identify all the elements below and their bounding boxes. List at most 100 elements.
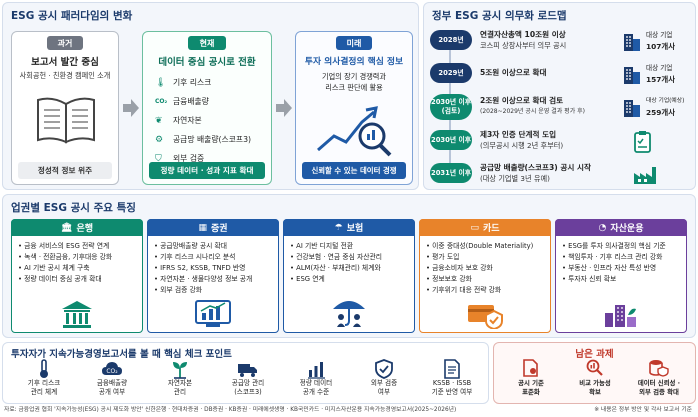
past-footer: 정성적 정보 위주 bbox=[18, 162, 112, 179]
future-heading: 투자 의사결정의 핵심 정보 bbox=[304, 57, 404, 67]
future-sub-1: 기업의 장기 경쟁력과 bbox=[321, 72, 387, 81]
checkpoint-item: 자연자본 관리 bbox=[147, 359, 213, 397]
roadmap-step: 2031년 이후 공급망 배출량(스코프3) 공시 시작 (대상 기업별 3년 … bbox=[424, 160, 695, 192]
sector-item: • 이중 중대성(Double Materiality) bbox=[426, 242, 534, 250]
sector-items: • AI 기반 디지털 전환 • 건강보험 · 연금 중심 자산관리 • ALM(자… bbox=[290, 241, 382, 285]
sector-card: ◔ 자산운용 • ESG를 투자 의사결정의 핵심 기준• 책임투자 · 기후 … bbox=[555, 219, 687, 333]
disclaimer-note: ※ 내용은 정부 방안 및 각사 보고서 기준 bbox=[594, 407, 692, 413]
present-tag: 현재 bbox=[188, 36, 226, 50]
bank-icon: 🏛 bbox=[61, 222, 73, 233]
sector-item: • 건강보험 · 연금 중심 자산관리 bbox=[290, 253, 383, 261]
year-badge: 2029년 bbox=[430, 63, 472, 83]
roadmap-step: 2028년 연결자산총액 10조원 이상 코스피 상장사부터 의무 공시 대상 기… bbox=[424, 27, 695, 59]
tasks-title: 남은 과제 bbox=[575, 349, 614, 360]
sector-card: ☂ 보험 • AI 기반 디지털 전환• 건강보험 · 연금 중심 자산관리• … bbox=[283, 219, 415, 333]
shield-check-icon: ⛉ bbox=[155, 153, 162, 164]
present-heading: 데이터 중심 공시로 전환 bbox=[158, 57, 256, 68]
step-line-2: (2028~2029년 공시 운영 결과 평가 후) bbox=[480, 108, 585, 115]
checkpoints-panel: 투자자가 지속가능경영보고서를 볼 때 핵심 체크 포인트 기후 리스크 관리 … bbox=[2, 342, 489, 404]
document-gear-icon bbox=[500, 359, 562, 379]
step-line-1: 연결자산총액 10조원 이상 bbox=[480, 30, 566, 39]
svg-text:CO₂: CO₂ bbox=[106, 368, 118, 375]
building-icon bbox=[621, 63, 643, 85]
sector-item: • 금융 서비스의 ESG 전략 연계 bbox=[18, 242, 110, 250]
sector-illustration-icon bbox=[148, 299, 278, 329]
sector-items: • 이중 중대성(Double Materiality)• 평가 도입• 금융소… bbox=[426, 241, 533, 296]
supply-chain-icon: ⚙ bbox=[155, 134, 164, 145]
umbrella-icon: ☂ bbox=[334, 222, 343, 233]
step-line-1: 2조원 이상으로 확대 검토 bbox=[480, 96, 564, 105]
past-sub: 사회공헌 · 친환경 캠페인 소개 bbox=[19, 71, 111, 80]
checkpoints-title: 투자자가 지속가능경영보고서를 볼 때 핵심 체크 포인트 bbox=[11, 349, 232, 360]
checkpoint-item: CO₂ 금융배출량 공개 여부 bbox=[79, 359, 145, 397]
present-item: ❦자연자본 bbox=[155, 115, 202, 126]
year-badge: 2028년 bbox=[430, 30, 472, 50]
paradigm-panel: ESG 공시 패러다임의 변화 과거 보고서 발간 중심 사회공헌 · 친환경 … bbox=[2, 2, 419, 190]
open-book-icon bbox=[34, 94, 98, 146]
sector-item: • 정량 데이터 중심 공개 확대 bbox=[18, 275, 102, 283]
year-badge: 2030년 이후 bbox=[430, 130, 472, 150]
sectors-panel: 업권별 ESG 공시 주요 특징 🏛 은행 • 금융 서비스의 ESG 전략 연… bbox=[2, 194, 696, 338]
roadmap-title: 정부 ESG 공시 의무화 로드맵 bbox=[432, 10, 567, 22]
sector-item: • 정보보호 강화 bbox=[426, 275, 472, 283]
sector-item: • 투자자 신뢰 확보 bbox=[562, 275, 617, 283]
growth-magnifier-icon bbox=[314, 98, 396, 158]
paradigm-title: ESG 공시 패러다임의 변화 bbox=[11, 10, 133, 22]
step-line-2: (대상 기업별 3년 유예) bbox=[480, 174, 550, 183]
thermometer-icon: 🌡 bbox=[155, 77, 167, 88]
past-tag: 과거 bbox=[47, 36, 83, 50]
sector-item: • ALM(자산 · 부채관리) 체계와 bbox=[290, 264, 381, 272]
sector-item: • 공급망배출량 공시 확대 bbox=[154, 242, 228, 250]
sectors-title: 업권별 ESG 공시 주요 특징 bbox=[11, 202, 136, 214]
past-card: 과거 보고서 발간 중심 사회공헌 · 친환경 캠페인 소개 정성적 정보 위주 bbox=[11, 31, 119, 185]
present-item: 🌡기후 리스크 bbox=[155, 77, 212, 88]
target-count: 대상 기업(예상)259개사 bbox=[646, 98, 685, 117]
checkpoint-item: KSSB · ISSB 기준 반영 여부 bbox=[419, 359, 485, 397]
year-badge: 2030년 이후(검토) bbox=[430, 94, 472, 120]
future-sub-2: 리스크 판단에 활용 bbox=[325, 83, 383, 92]
checkpoint-item: 기후 리스크 관리 체계 bbox=[11, 359, 77, 397]
future-card: 미래 투자 의사결정의 핵심 정보 기업의 장기 경쟁력과 리스크 판단에 활용… bbox=[295, 31, 413, 185]
checkpoint-item: 정량 데이터 공개 수준 bbox=[283, 359, 349, 397]
sector-item: • ESG 연계 bbox=[290, 275, 325, 283]
source-note: 자료: 금융업권 협회 '지속가능성(ESG) 공시 제도화 방안' 신한은행 … bbox=[4, 407, 457, 413]
step-line-2: 코스피 상장사부터 의무 공시 bbox=[480, 41, 567, 50]
bar-chart-icon bbox=[283, 359, 349, 379]
present-item: ⚙공급망 배출량(스코프3) bbox=[155, 134, 252, 145]
sector-illustration-icon bbox=[420, 299, 550, 329]
sector-header: ◔ 자산운용 bbox=[555, 219, 687, 236]
tasks-panel: 남은 과제 공시 기준 표준화 비교 가능성 확보 데이터 신뢰성 · 외부 검… bbox=[493, 342, 696, 404]
sector-item: • 금융소비자 보호 강화 bbox=[426, 264, 493, 272]
sector-item: • 부동산 · 인프라 자산 특성 반영 bbox=[562, 264, 657, 272]
sector-header: ☂ 보험 bbox=[283, 219, 415, 236]
arrow-right-icon bbox=[276, 99, 292, 117]
task-item: 공시 기준 표준화 bbox=[500, 359, 562, 397]
checkpoint-item: 외부 검증 여부 bbox=[351, 359, 417, 397]
roadmap-step: 2030년 이후(검토) 2조원 이상으로 확대 검토 (2028~2029년 … bbox=[424, 93, 695, 125]
sector-item: • AI 기반 디지털 전환 bbox=[290, 242, 354, 250]
checkpoint-item: 공급망 관리 (스코프3) bbox=[215, 359, 281, 397]
database-shield-icon bbox=[628, 359, 690, 379]
shield-check-icon bbox=[351, 359, 417, 379]
building-icon bbox=[621, 30, 643, 52]
sector-items: • 금융 서비스의 ESG 전략 연계• 녹색 · 전환금융, 기후대응 강화•… bbox=[18, 241, 112, 285]
co2-cloud-icon: CO₂ bbox=[79, 359, 145, 379]
pie-chart-icon: ◔ bbox=[598, 222, 607, 233]
sector-header: ▦ 증권 bbox=[147, 219, 279, 236]
sector-item: • ESG를 투자 의사결정의 핵심 기준 bbox=[562, 242, 666, 250]
sector-card: ▭ 카드 • 이중 중대성(Double Materiality)• 평가 도입… bbox=[419, 219, 551, 333]
document-icon bbox=[419, 359, 485, 379]
sprout-icon bbox=[147, 359, 213, 379]
sector-card: 🏛 은행 • 금융 서비스의 ESG 전략 연계• 녹색 · 전환금융, 기후대… bbox=[11, 219, 143, 333]
sector-item: • 자연자본 · 생물다양성 정보 공개 bbox=[154, 275, 253, 283]
step-line-1: 제3자 인증 단계적 도입 bbox=[480, 130, 557, 139]
magnifier-chart-icon bbox=[564, 359, 626, 379]
step-line-2: (의무공시 시행 2년 후부터) bbox=[480, 141, 564, 150]
present-item: ⛉외부 검증 bbox=[155, 153, 205, 164]
year-badge: 2031년 이후 bbox=[430, 163, 472, 183]
